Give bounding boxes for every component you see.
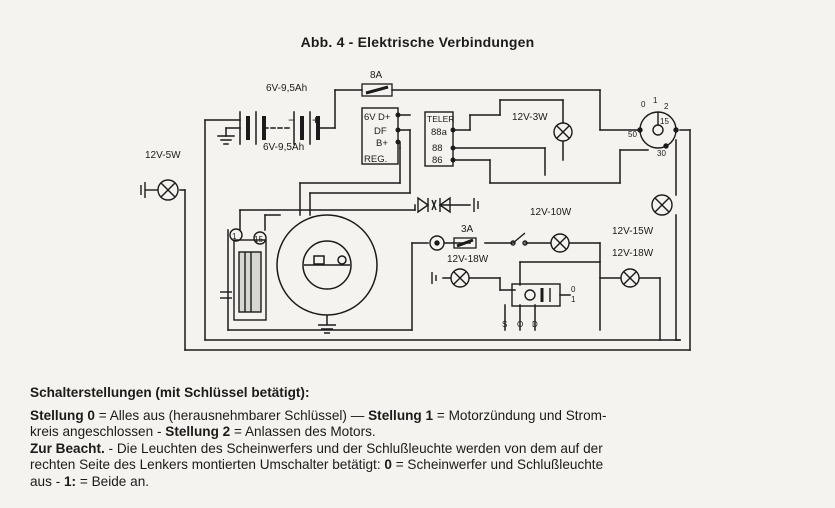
- lamp-right-bottom-label: 12V-18W: [612, 248, 654, 259]
- lamp-mid: [550, 233, 570, 253]
- legend-text-span: rechten Seite des Lenkers montierten Ums…: [30, 457, 385, 472]
- reg-name-label: REG.: [364, 154, 387, 165]
- legend-line: kreis angeschlossen - Stellung 2 = Anlas…: [30, 424, 810, 441]
- sw-pos-1: 1: [571, 295, 576, 304]
- page-title: Abb. 4 - Elektrische Verbindungen: [300, 34, 535, 50]
- lamp-lower-left-label: 12V-18W: [447, 254, 489, 265]
- light-switch: [511, 283, 561, 307]
- legend-text: Schalterstellungen (mit Schlüssel betäti…: [30, 385, 810, 490]
- fuse-8a: [361, 83, 393, 97]
- ignition-coil: [220, 228, 267, 321]
- relay-name-label: TELER: [427, 114, 454, 124]
- legend-line: Zur Beacht. - Die Leuchten des Scheinwer…: [30, 441, 810, 458]
- relay-88-label: 88: [432, 143, 443, 154]
- lamp-top: [553, 122, 573, 142]
- regulator-box: [361, 107, 399, 165]
- reg-terminal: [395, 112, 401, 118]
- battery-symbol: [225, 111, 336, 145]
- ground-symbol: [217, 127, 235, 145]
- legend-text-span: = Alles aus (herausnehmbarer Schlüssel) …: [94, 407, 369, 423]
- fuse-3a-label: 3A: [461, 224, 474, 235]
- lamp-left-label: 12V-5W: [145, 150, 181, 161]
- battery-minus: −: [288, 113, 295, 127]
- relay-88a-label: 88a: [431, 127, 448, 138]
- sw-terminal-o: O: [517, 320, 523, 329]
- battery-label-bottom: 6V-9,5Ah: [263, 142, 304, 153]
- legend-text-span: aus -: [30, 473, 64, 489]
- legend-line: aus - 1: = Beide an.: [30, 474, 810, 491]
- relay-terminal: [450, 145, 456, 151]
- battery-label-top: 6V-9,5Ah: [266, 83, 307, 94]
- ign-terminal-15: 15: [660, 117, 669, 126]
- lamp-right-top-label: 12V-15W: [612, 226, 654, 237]
- ign-pos-2: 2: [664, 102, 669, 111]
- legend-text-span: kreis angeschlossen -: [30, 424, 166, 439]
- legend-text-span: = Scheinwerfer und Schlußleuchte: [391, 457, 604, 472]
- relay-terminal: [450, 127, 456, 133]
- legend-line: rechten Seite des Lenkers montierten Ums…: [30, 457, 810, 474]
- legend-text-span: - Die Leuchten des Scheinwerfers und der…: [104, 440, 603, 456]
- ign-pos-1: 1: [653, 96, 658, 105]
- lamp-top-label: 12V-3W: [512, 112, 548, 123]
- brake-switch: [510, 232, 528, 246]
- lamp-mid-label: 12V-10W: [530, 207, 572, 218]
- reg-terminal: [395, 139, 401, 145]
- legend-text-span: = Anlassen des Motors.: [230, 424, 376, 439]
- legend-bold: Stellung 2: [165, 424, 231, 439]
- reg-6v-label: 6V: [364, 112, 376, 123]
- ign-terminal-30: 30: [657, 149, 666, 158]
- lamp-right-top: [651, 194, 673, 216]
- reg-terminal: [395, 127, 401, 133]
- sw-terminal-d: D: [532, 320, 538, 329]
- ignition-switch: [637, 111, 679, 149]
- legend-bold: Stellung 0: [30, 407, 95, 423]
- coil-terminal-1: 1: [232, 232, 237, 241]
- fuse-8a-label: 8A: [370, 70, 383, 81]
- relay-box: [424, 111, 454, 167]
- coil-terminal-15: 15: [254, 235, 263, 244]
- fuse-3a: [453, 237, 477, 249]
- relay-terminal: [450, 157, 456, 163]
- lamp-right-bottom: [620, 268, 640, 288]
- wiring-diagram: 8A 6V-9,5Ah 6V-9,5Ah − + 6V D+ DF B+ REG…: [140, 70, 691, 351]
- legend-bold: Zur Beacht.: [30, 440, 105, 456]
- ign-terminal-50: 50: [628, 130, 637, 139]
- indicator-lamp: [429, 235, 445, 251]
- reg-df-label: DF: [374, 126, 387, 137]
- legend-text-span: = Motorzündung und Strom-: [433, 407, 607, 423]
- battery-plus: +: [312, 113, 319, 127]
- legend-heading: Schalterstellungen (mit Schlüssel betäti…: [30, 385, 310, 400]
- legend-bold: 1:: [64, 473, 77, 489]
- legend-text-span: = Beide an.: [76, 473, 150, 489]
- relay-86-label: 86: [432, 155, 443, 166]
- ign-pos-0: 0: [641, 100, 646, 109]
- lamp-left: [140, 179, 179, 201]
- diode-pair: [417, 196, 479, 214]
- sw-terminal-s: S: [502, 320, 507, 329]
- legend-line: Stellung 0 = Alles aus (herausnehmbarer …: [30, 408, 810, 425]
- legend-bold: 0: [384, 457, 392, 472]
- reg-b-label: B+: [376, 138, 388, 149]
- sw-pos-0: 0: [571, 285, 576, 294]
- lamp-lower-left: [431, 268, 470, 288]
- legend-bold: Stellung 1: [368, 407, 434, 423]
- reg-d-label: D+: [378, 112, 391, 123]
- magneto-generator: [276, 214, 378, 334]
